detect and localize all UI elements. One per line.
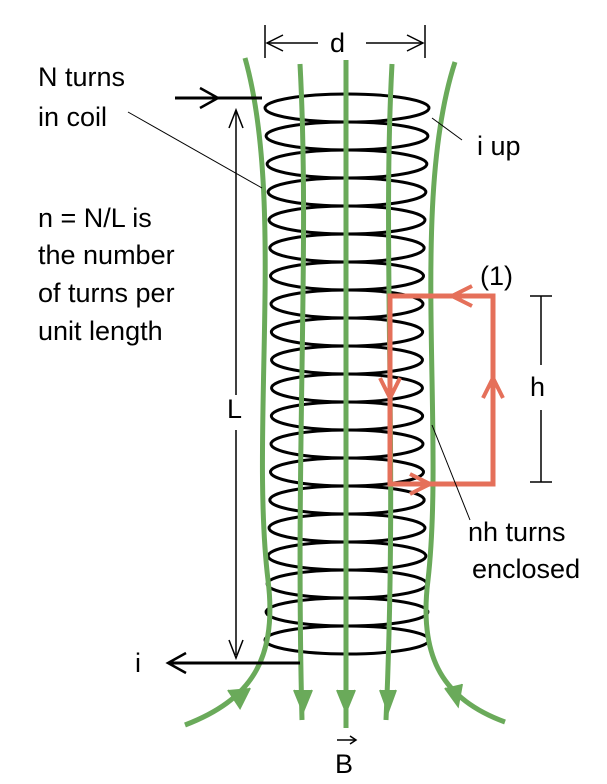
field-line xyxy=(297,63,307,721)
b-field-label: B xyxy=(335,749,353,779)
turn-density-line3: of turns per xyxy=(38,278,175,308)
turn-density-line2: the number xyxy=(38,240,175,270)
current-up-label: i up xyxy=(477,131,521,161)
enclosed-turns-line2: enclosed xyxy=(472,554,580,584)
turn-density-line1: n = N/L is xyxy=(38,203,152,233)
amperian-loop xyxy=(378,284,505,496)
field-line-arrow xyxy=(227,687,251,710)
n-turns-label-line2: in coil xyxy=(38,102,107,132)
field-line-arrow xyxy=(379,689,397,715)
loop-number-label: (1) xyxy=(480,261,513,291)
length-label: L xyxy=(227,394,242,424)
current-in-lead xyxy=(175,86,262,110)
field-line xyxy=(423,61,506,725)
current-out-lead xyxy=(165,651,300,675)
loop-arrow-right xyxy=(481,373,505,399)
field-line-arrow xyxy=(293,689,313,715)
loop-arrow-left xyxy=(378,377,402,403)
field-line xyxy=(184,57,273,728)
b-field-symbol: B xyxy=(335,735,358,779)
n-turns-label-line1: N turns xyxy=(38,62,125,92)
field-line-arrow xyxy=(336,689,356,715)
turn-density-line4: unit length xyxy=(38,316,163,346)
diameter-label: d xyxy=(330,28,345,58)
length-dimension xyxy=(228,107,244,661)
magnetic-field-lines xyxy=(184,57,506,728)
field-line-arrow xyxy=(444,683,463,709)
loop-arrow-bottom xyxy=(409,472,435,496)
enclosed-turns-line1: nh turns xyxy=(468,517,566,547)
loop-arrow-top xyxy=(447,284,473,308)
amperian-loop-rect xyxy=(387,293,496,487)
diameter-dimension xyxy=(264,25,426,58)
current-in-label: i xyxy=(135,648,141,678)
height-label: h xyxy=(530,372,545,402)
height-dimension xyxy=(530,295,552,483)
leader-lines xyxy=(127,111,471,521)
